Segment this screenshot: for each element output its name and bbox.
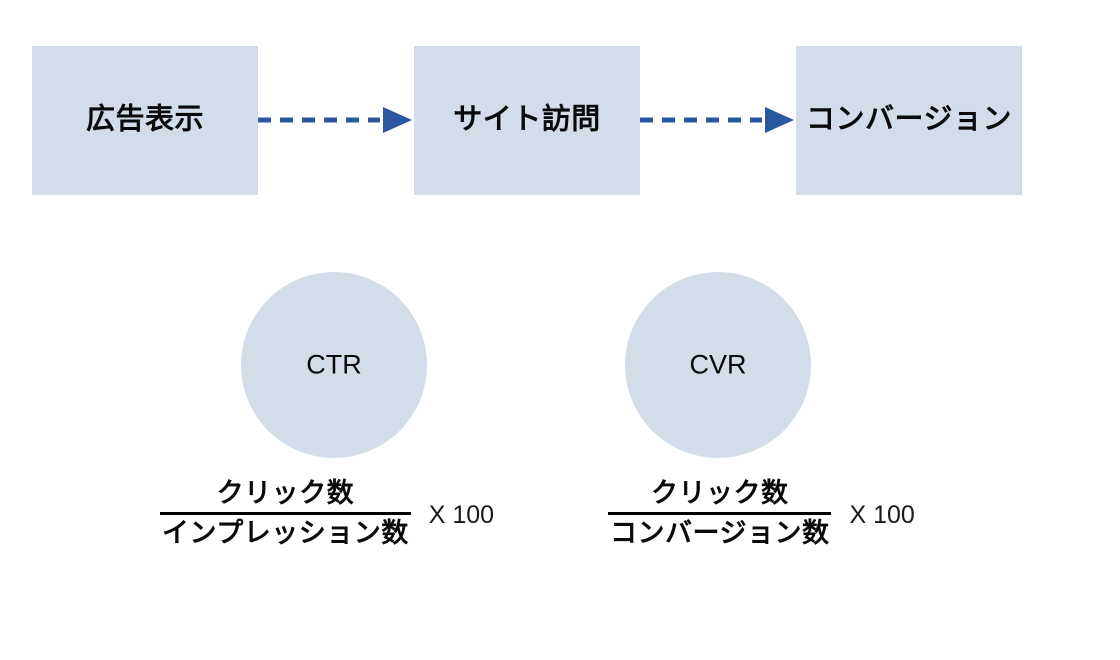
fraction-denominator: コンバージョン数 [610, 517, 830, 548]
metric-circle-label: CTR [306, 349, 362, 380]
flow-step-ad-impression[interactable]: 広告表示 [32, 46, 258, 195]
flow-step-label: 広告表示 [85, 103, 205, 136]
fraction-numerator: クリック数 [650, 478, 789, 508]
formula-ctr: クリック数 インプレッション数 X 100 [160, 478, 494, 550]
fraction-ctr: クリック数 インプレッション数 [160, 478, 411, 550]
flow-step-site-visit[interactable]: サイト訪問 [414, 46, 640, 195]
dashed-arrow-right-icon [258, 107, 412, 133]
fraction-denominator: インプレッション数 [162, 517, 409, 548]
formula-multiplier: X 100 [428, 501, 495, 530]
flow-step-label: サイト訪問 [453, 103, 601, 136]
fraction-cvr: クリック数 コンバージョン数 [608, 478, 832, 550]
flow-step-conversion[interactable]: コンバージョン [796, 46, 1022, 195]
metric-circle-ctr[interactable]: CTR [241, 272, 427, 458]
dashed-arrow-right-icon [640, 107, 794, 133]
fraction-bar [608, 511, 832, 515]
flow-step-label: コンバージョン [806, 103, 1012, 136]
metric-circle-label: CVR [689, 349, 747, 380]
fraction-numerator: クリック数 [216, 478, 355, 508]
formula-multiplier: X 100 [849, 501, 915, 530]
fraction-bar [160, 511, 411, 515]
formula-cvr: クリック数 コンバージョン数 X 100 [608, 478, 915, 550]
metric-circle-cvr[interactable]: CVR [625, 272, 811, 458]
